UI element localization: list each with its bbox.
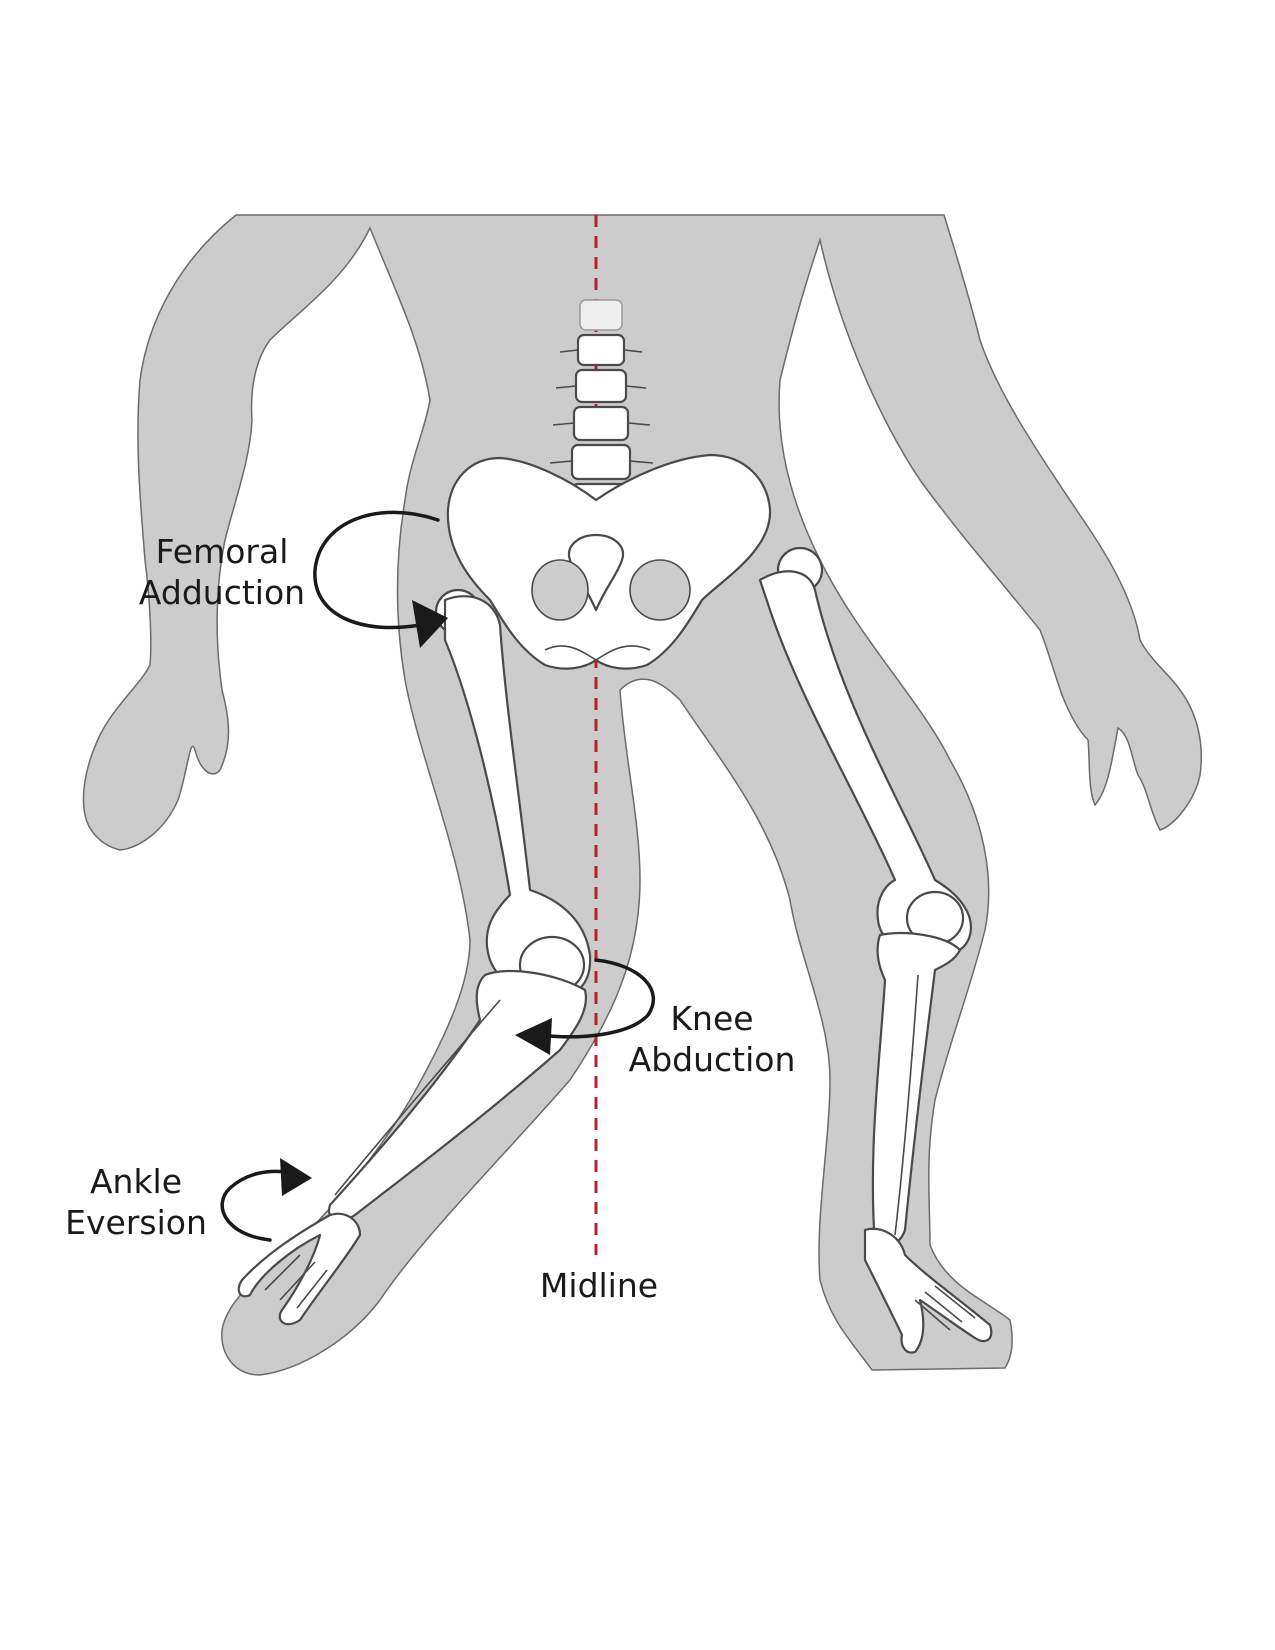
torso-legs-silhouette xyxy=(82,214,1203,1376)
femoral-adduction-label-line1: Femoral xyxy=(156,532,289,571)
femoral-adduction-arrow xyxy=(313,510,448,648)
right-leg-bones xyxy=(758,546,993,1354)
midline-label: Midline xyxy=(540,1266,658,1305)
body-silhouette xyxy=(82,214,1203,1376)
ankle-eversion-arrow xyxy=(220,1158,312,1242)
pelvis xyxy=(446,453,772,670)
knee-abduction-label-line1: Knee xyxy=(670,999,753,1038)
femoral-adduction-label-line2: Adduction xyxy=(139,573,305,612)
knee-abduction-label-line2: Abduction xyxy=(629,1040,796,1079)
knee-abduction-arrow xyxy=(515,958,655,1055)
ankle-eversion-label-line2: Eversion xyxy=(65,1203,207,1242)
ankle-eversion-label-line1: Ankle xyxy=(90,1162,182,1201)
